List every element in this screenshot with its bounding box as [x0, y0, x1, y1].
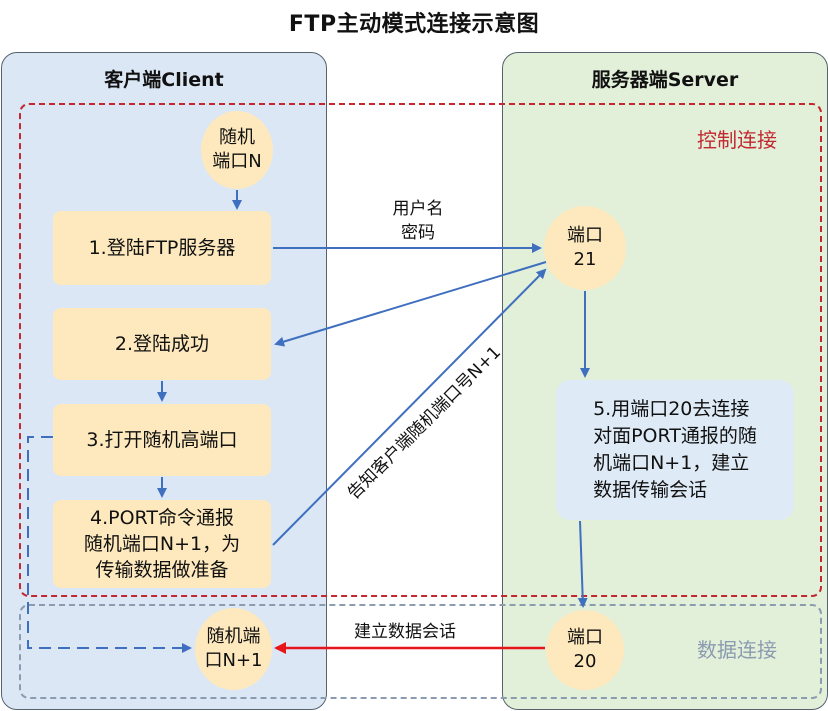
port20-node: 端口 20 — [546, 610, 624, 690]
client-title: 客户端Client — [104, 69, 224, 91]
data-connection-label: 数据连接 — [697, 638, 777, 662]
control-connection-label: 控制连接 — [697, 128, 777, 152]
step5-line2: 对面PORT通报的随 — [593, 425, 757, 447]
step5-line1: 5.用端口20去连接 — [593, 398, 750, 420]
random-port-n1-node: 随机端口N+1 — [195, 608, 272, 690]
arrow-step5-to-port20 — [577, 520, 588, 608]
random-port-n-node: 随机端口N — [201, 111, 273, 189]
credentials-line1: 用户名 — [392, 199, 444, 219]
step4-line3: 传输数据做准备 — [95, 559, 229, 581]
step2-label: 2.登陆成功 — [114, 333, 210, 355]
step5-line4: 数据传输会话 — [593, 479, 708, 501]
client-panel: 客户端Client — [1, 52, 327, 710]
step2-login-success-box: 2.登陆成功 — [53, 308, 271, 380]
random-port-n1-line1: 随机端 — [206, 626, 261, 647]
control-connection-zone — [19, 103, 822, 597]
data-connection-zone — [19, 604, 822, 699]
credentials-line2: 密码 — [401, 223, 435, 243]
port20-line1: 端口 — [567, 627, 603, 648]
step1-label: 1.登陆FTP服务器 — [88, 237, 236, 259]
step4-line2: 随机端口N+1，为 — [83, 533, 241, 555]
port21-line1: 端口 — [567, 225, 603, 246]
step5-data-connect-box: 5.用端口20去连接对面PORT通报的随机端口N+1，建立数据传输会话 — [556, 380, 794, 520]
random-port-n1-line2: 口N+1 — [204, 650, 263, 671]
port20-line2: 20 — [573, 651, 597, 672]
page-title: FTP主动模式连接示意图 — [288, 12, 540, 37]
step5-line3: 机端口N+1，建立 — [593, 452, 750, 474]
random-port-n-line1: 随机 — [219, 127, 255, 148]
arrow-step3-to-portn1-dashed — [27, 436, 192, 653]
step4-port-command-box: 4.PORT命令通报随机端口N+1，为传输数据做准备 — [53, 500, 271, 588]
port21-line2: 21 — [573, 249, 597, 270]
step4-line1: 4.PORT命令通报 — [90, 507, 234, 529]
random-port-n-line2: 端口N — [212, 151, 262, 172]
step1-login-box: 1.登陆FTP服务器 — [53, 211, 271, 285]
step3-label: 3.打开随机高端口 — [86, 429, 238, 451]
server-title: 服务器端Server — [591, 69, 739, 91]
arrow-port21-to-step2 — [274, 261, 547, 347]
data-session-label: 建立数据会话 — [354, 622, 456, 642]
arrow-step4-to-port21 — [272, 268, 547, 546]
port21-node: 端口 21 — [544, 206, 626, 290]
step3-open-port-box: 3.打开随机高端口 — [53, 404, 271, 476]
credentials-label: 用户名 密码 — [378, 197, 458, 245]
